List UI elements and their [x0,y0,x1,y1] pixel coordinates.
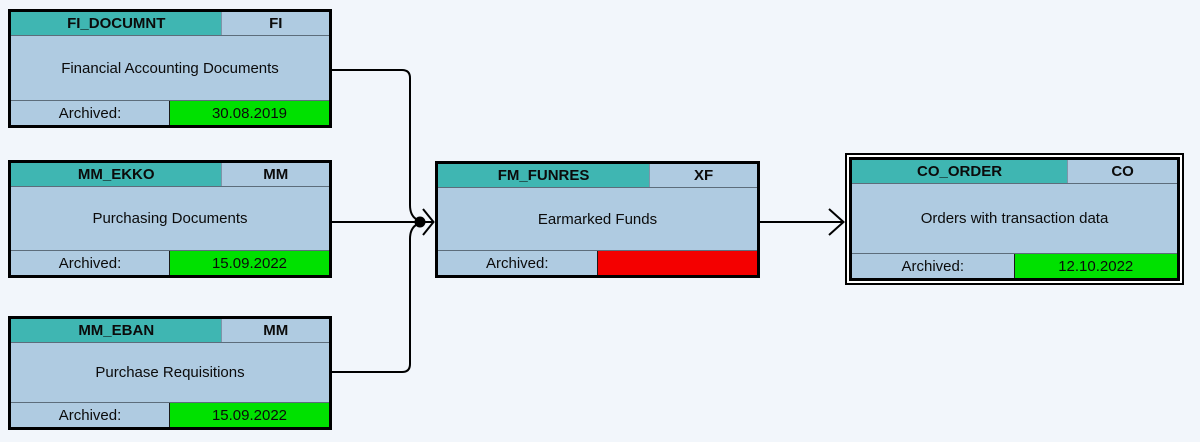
node-mm-eban[interactable]: MM_EBAN MM Purchase Requisitions Archive… [8,316,332,430]
archiving-object-name: FI_DOCUMNT [11,12,223,35]
application-area: MM [263,166,289,183]
node-footer: Archived: 15.09.2022 [11,251,329,275]
node-co-order-selection-frame: CO_ORDER CO Orders with transaction data… [845,153,1184,285]
node-footer: Archived: 12.10.2022 [852,254,1177,278]
application-area: XF [693,167,714,184]
archived-label: Archived: [11,403,170,427]
node-footer: Archived: 30.08.2019 [11,101,329,125]
archived-date: 15.09.2022 [170,403,329,427]
archived-label: Archived: [852,254,1015,278]
archived-label: Archived: [11,251,170,275]
archiving-object-name: MM_EBAN [11,319,223,342]
node-description: Earmarked Funds [438,188,757,251]
node-footer: Archived: 15.09.2022 [11,403,329,427]
edge-fi-documnt-to-fm-funres [332,69,421,223]
node-fi-documnt[interactable]: FI_DOCUMNT FI Financial Accounting Docum… [8,9,332,128]
node-header: FI_DOCUMNT FI [11,12,329,36]
node-description: Purchasing Documents [11,187,329,251]
archiving-object-name: CO_ORDER [852,160,1069,183]
node-description: Purchase Requisitions [11,343,329,403]
archived-date: 12.10.2022 [1014,254,1177,278]
archived-date: 15.09.2022 [170,251,329,275]
archived-label: Archived: [438,251,598,275]
edge-mm-eban-to-fm-funres [332,221,421,373]
node-co-order[interactable]: CO_ORDER CO Orders with transaction data… [849,157,1180,281]
application-area: FI [269,15,283,32]
node-header: FM_FUNRES XF [438,164,757,188]
node-description: Orders with transaction data [852,184,1177,254]
arrowhead-into-co-order [828,208,845,236]
node-header: CO_ORDER CO [852,160,1177,184]
node-fm-funres[interactable]: FM_FUNRES XF Earmarked Funds Archived: [435,161,760,278]
archiving-object-name: FM_FUNRES [438,164,651,187]
node-mm-ekko[interactable]: MM_EKKO MM Purchasing Documents Archived… [8,160,332,278]
archived-date-empty [597,251,757,275]
node-header: MM_EBAN MM [11,319,329,343]
node-description: Financial Accounting Documents [11,36,329,101]
arrowhead-into-fm-funres [422,208,435,236]
application-area: MM [263,322,289,339]
node-footer: Archived: [438,251,757,275]
archived-label: Archived: [11,101,170,125]
node-header: MM_EKKO MM [11,163,329,187]
edge-junction-dot [414,216,426,228]
application-area: CO [1111,163,1134,180]
archiving-object-name: MM_EKKO [11,163,223,186]
archived-date: 30.08.2019 [170,101,329,125]
